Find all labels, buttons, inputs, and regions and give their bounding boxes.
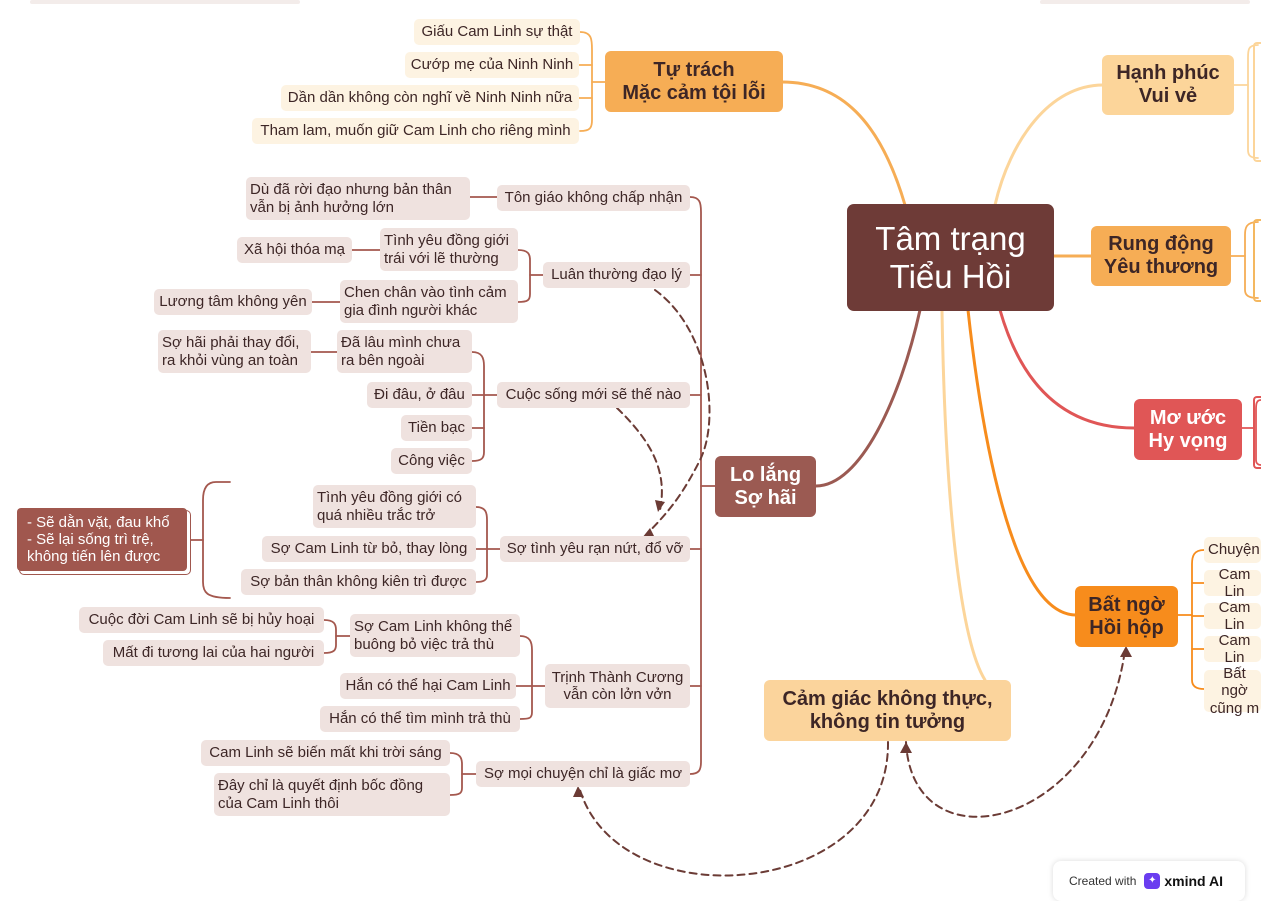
- sub-cuoc-song[interactable]: Cuộc sống mới sẽ thế nào: [497, 382, 690, 408]
- sub-tinh-yeu[interactable]: Sợ tình yêu rạn nứt, đổ vỡ: [500, 536, 690, 562]
- link-hanh-phuc: [993, 83, 1105, 207]
- tinh-yeu-leaf-2[interactable]: Sợ Cam Linh từ bỏ, thay lòng: [262, 536, 476, 562]
- trinh-leaf-1-2[interactable]: Mất đi tương lai của hai người: [103, 640, 324, 666]
- bat-ngo-leaf-5[interactable]: Bất ngờ cũng m: [1204, 665, 1261, 717]
- bat-ngo-leaf-1[interactable]: Chuyện: [1204, 537, 1261, 563]
- central-topic[interactable]: Tâm trạng Tiểu Hồi: [847, 204, 1054, 311]
- giac-mo-leaf-2[interactable]: Đây chỉ là quyết định bốc đồng của Cam L…: [214, 773, 450, 816]
- xmind-brand-label: xmind AI: [1164, 873, 1223, 889]
- cuoc-song-leaf-1-1[interactable]: Sợ hãi phải thay đổi, ra khỏi vùng an to…: [158, 330, 311, 373]
- cuoc-song-leaf-1[interactable]: Đã lâu mình chưa ra bên ngoài: [337, 330, 472, 373]
- trinh-leaf-1-1[interactable]: Cuộc đời Cam Linh sẽ bị hủy hoại: [79, 607, 324, 633]
- sub-giac-mo[interactable]: Sợ mọi chuyện chỉ là giấc mơ: [476, 761, 690, 787]
- topic-tu-trach[interactable]: Tự trách Mặc cảm tội lỗi: [605, 51, 783, 112]
- tu-trach-leaf-1[interactable]: Giấu Cam Linh sự thật: [414, 19, 580, 45]
- topic-lo-lang[interactable]: Lo lắng Sợ hãi: [715, 456, 816, 517]
- trinh-leaf-2[interactable]: Hắn có thể hại Cam Linh: [340, 673, 516, 699]
- luan-leaf-1-1[interactable]: Xã hội thóa mạ: [237, 237, 352, 263]
- cuoc-song-leaf-4[interactable]: Công việc: [391, 448, 472, 474]
- top-shadow-right: [1040, 0, 1250, 4]
- top-shadow-left: [30, 0, 300, 4]
- tu-trach-leaf-3[interactable]: Dần dần không còn nghĩ về Ninh Ninh nữa: [281, 85, 579, 111]
- created-with-label: Created with: [1069, 874, 1137, 888]
- link-lo-lang: [814, 308, 922, 488]
- topic-hanh-phuc[interactable]: Hạnh phúc Vui vẻ: [1102, 55, 1234, 115]
- tu-trach-leaf-2[interactable]: Cướp mẹ của Ninh Ninh: [405, 52, 579, 78]
- tinh-yeu-leaf-1[interactable]: Tình yêu đồng giới có quá nhiều trắc trở: [313, 485, 476, 528]
- cuoc-song-leaf-3[interactable]: Tiền bạc: [401, 415, 472, 441]
- mo-uoc-children-edge: [1253, 396, 1261, 469]
- luan-leaf-2[interactable]: Chen chân vào tình cảm gia đình người kh…: [340, 280, 518, 323]
- sub-ton-giao[interactable]: Tôn giáo không chấp nhận: [497, 185, 690, 211]
- tu-trach-leaf-4[interactable]: Tham lam, muốn giữ Cam Linh cho riêng mì…: [252, 118, 579, 144]
- topic-bat-ngo[interactable]: Bất ngờ Hồi hộp: [1075, 586, 1178, 647]
- hanh-phuc-children-edge: [1253, 42, 1261, 162]
- cuoc-song-leaf-2[interactable]: Đi đâu, ở đâu: [367, 382, 472, 408]
- link-mo-uoc: [998, 308, 1136, 430]
- created-with-badge[interactable]: Created with ✦ xmind AI: [1053, 861, 1245, 901]
- giac-mo-leaf-1[interactable]: Cam Linh sẽ biến mất khi trời sáng: [201, 740, 450, 766]
- bat-ngo-leaf-2[interactable]: Cam Lin: [1204, 566, 1261, 600]
- luan-leaf-2-1[interactable]: Lương tâm không yên: [154, 289, 312, 315]
- bat-ngo-leaf-3[interactable]: Cam Lin: [1204, 599, 1261, 633]
- topic-rung-dong[interactable]: Rung động Yêu thương: [1091, 226, 1231, 286]
- xmind-logo-icon: ✦: [1144, 873, 1161, 889]
- topic-mo-uoc[interactable]: Mơ ước Hy vọng: [1134, 399, 1242, 460]
- tinh-yeu-callout[interactable]: - Sẽ dằn vặt, đau khổ - Sẽ lại sống trì …: [17, 508, 187, 571]
- sub-luan-thuong[interactable]: Luân thường đạo lý: [543, 262, 690, 288]
- trinh-leaf-1[interactable]: Sợ Cam Linh không thể buông bỏ việc trả …: [350, 614, 520, 657]
- sub-trinh-thanh-cuong[interactable]: Trịnh Thành Cương vẫn còn lởn vởn: [545, 664, 690, 708]
- bat-ngo-leaf-4[interactable]: Cam Lin: [1204, 632, 1261, 666]
- trinh-leaf-3[interactable]: Hắn có thể tìm mình trả thù: [320, 706, 520, 732]
- link-tu-trach: [780, 80, 907, 207]
- luan-leaf-1[interactable]: Tình yêu đồng giới trái với lẽ thường: [380, 228, 518, 271]
- tinh-yeu-leaf-3[interactable]: Sợ bản thân không kiên trì được: [241, 569, 476, 595]
- link-cam-giac: [940, 308, 987, 682]
- rung-dong-children-edge: [1253, 219, 1261, 302]
- ton-giao-leaf-1[interactable]: Dù đã rời đạo nhưng bản thân vẫn bị ảnh …: [246, 177, 470, 220]
- link-bat-ngo: [966, 308, 1078, 617]
- topic-cam-giac[interactable]: Cảm giác không thực, không tin tưởng: [764, 680, 1011, 741]
